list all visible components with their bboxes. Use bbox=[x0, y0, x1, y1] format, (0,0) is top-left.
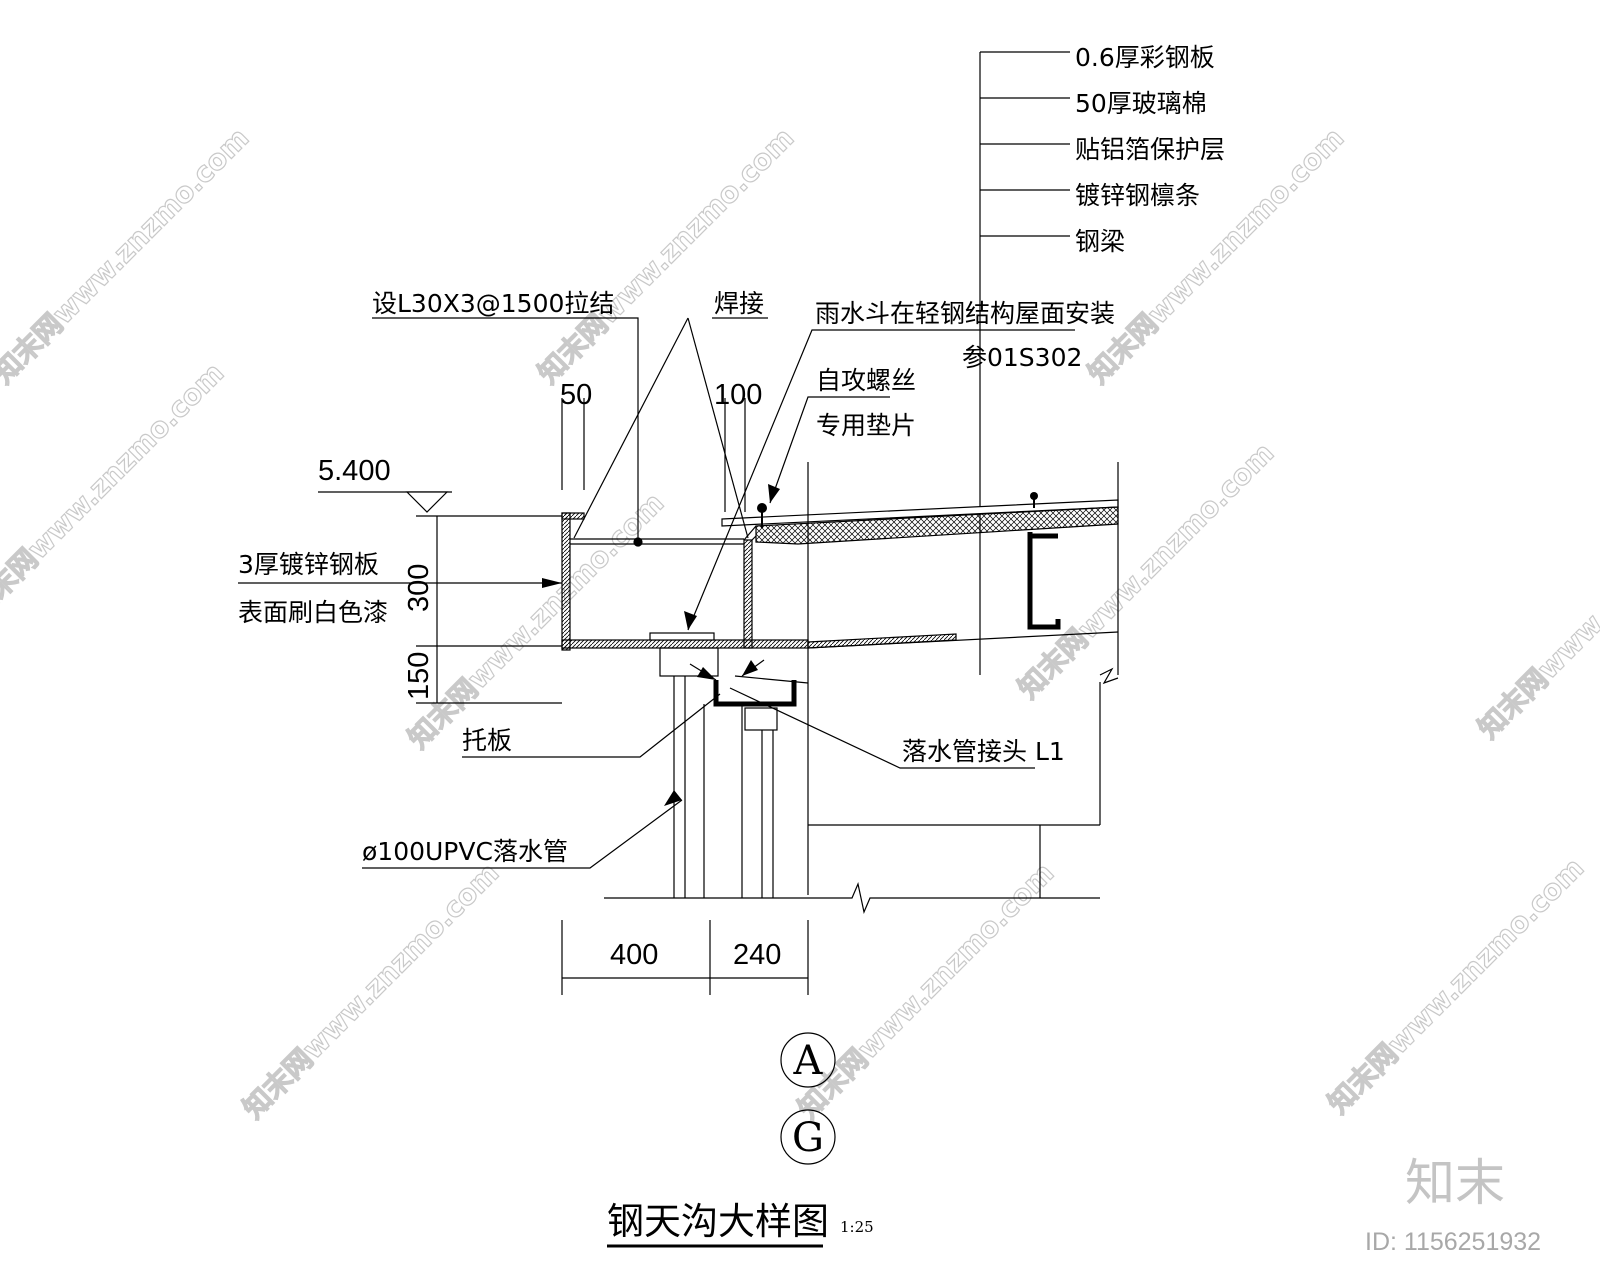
watermark-logo: 知末 bbox=[1405, 1154, 1505, 1212]
drawing-title: 钢天沟大样图 bbox=[607, 1200, 829, 1243]
dimension-100: 100 bbox=[714, 379, 762, 411]
callout-plate-1: 3厚镀锌钢板 bbox=[238, 550, 379, 579]
layer-label-color-steel: 0.6厚彩钢板 bbox=[1075, 43, 1215, 72]
callout-downpipe: ø100UPVC落水管 bbox=[362, 837, 568, 866]
dimension-lines bbox=[318, 398, 809, 995]
dimension-150: 150 bbox=[403, 652, 435, 700]
callout-tie: 设L30X3@1500拉结 bbox=[372, 289, 614, 318]
dimension-240: 240 bbox=[733, 939, 781, 971]
layer-label-glass-wool: 50厚玻璃棉 bbox=[1075, 89, 1207, 118]
steel-gutter bbox=[561, 512, 809, 651]
support-and-downpipe bbox=[604, 647, 1100, 914]
dimension-400: 400 bbox=[610, 939, 658, 971]
leader-arrowheads bbox=[542, 484, 780, 806]
layer-label-foil: 贴铝箔保护层 bbox=[1075, 135, 1225, 164]
axis-bubble-a bbox=[780, 1032, 836, 1088]
callout-screw: 自攻螺丝 bbox=[816, 366, 916, 395]
watermark-text: 知末网www.znzmo.com bbox=[402, 486, 671, 755]
watermark-text: 知末网www.znzmo.com bbox=[1472, 476, 1600, 745]
watermark-text: 知末网www.znzmo.com bbox=[532, 121, 801, 390]
z-purlin bbox=[1027, 533, 1061, 630]
watermark-id: ID: 1156251932 bbox=[1365, 1228, 1541, 1256]
roof-section bbox=[721, 462, 1119, 895]
watermark-text: 知末网www.znzmo.com bbox=[1012, 436, 1281, 705]
callout-washer: 专用垫片 bbox=[816, 411, 916, 440]
callout-weld: 焊接 bbox=[714, 289, 764, 318]
elevation-label: 5.400 bbox=[318, 455, 391, 487]
dimension-300: 300 bbox=[403, 564, 435, 612]
layer-label-steel-beam: 钢梁 bbox=[1075, 227, 1125, 256]
callout-support: 托板 bbox=[462, 726, 512, 755]
watermark-text: 知末网www.znzmo.com bbox=[0, 121, 255, 390]
drawing-scale: 1:25 bbox=[840, 1218, 874, 1236]
callout-plate-2: 表面刷白色漆 bbox=[238, 598, 388, 627]
roof-layer-leader bbox=[979, 51, 1070, 675]
watermark-text: 知末网www.znzmo.com bbox=[792, 856, 1061, 1125]
axis-label-a: A bbox=[793, 1038, 824, 1084]
layer-label-purlin: 镀锌钢檩条 bbox=[1075, 181, 1200, 210]
roof-layer-labels: 0.6厚彩钢板 50厚玻璃棉 贴铝箔保护层 镀锌钢檩条 钢梁 bbox=[1075, 43, 1225, 256]
axis-label-g: G bbox=[792, 1115, 824, 1161]
watermark-text: 知末网www.znzmo.com bbox=[0, 356, 230, 625]
callout-rain-hopper-ref: 参01S302 bbox=[962, 343, 1082, 372]
callout-leaders bbox=[238, 317, 1075, 869]
callout-pipe-joint: 落水管接头 L1 bbox=[902, 737, 1065, 766]
axis-bubble-g bbox=[780, 1109, 836, 1165]
dimension-50: 50 bbox=[560, 379, 592, 411]
watermark-text: 知末网www.znzmo.com bbox=[1322, 851, 1591, 1120]
watermark-text: 知末网www.znzmo.com bbox=[237, 856, 506, 1125]
callout-rain-hopper: 雨水斗在轻钢结构屋面安装 bbox=[815, 299, 1115, 328]
